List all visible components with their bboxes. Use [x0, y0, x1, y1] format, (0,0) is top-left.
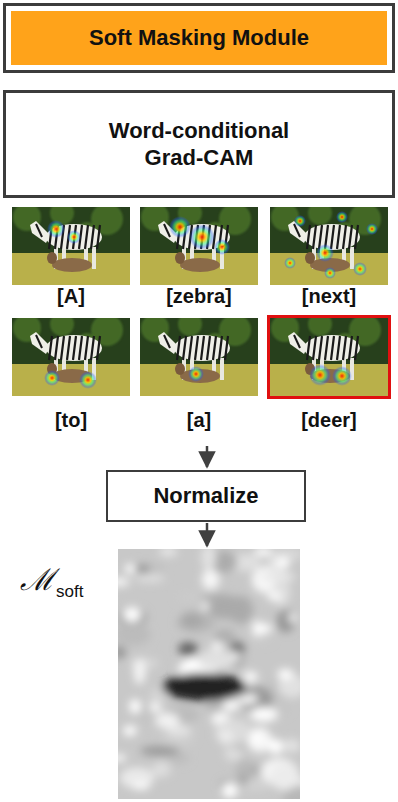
arrow-line	[206, 523, 209, 546]
math-symbol: soft	[56, 582, 83, 602]
word-token: [to]	[55, 409, 87, 432]
node-label: Normalize	[153, 482, 258, 510]
gradcam-thumbnail	[267, 204, 391, 288]
word-token: [A]	[57, 285, 85, 308]
node-label: Word-conditional Grad-CAM	[84, 117, 314, 172]
gradcam-thumbnail	[9, 204, 133, 288]
gradcam-thumbnail	[9, 315, 133, 399]
gradcam-thumbnail	[267, 315, 391, 399]
word-token: [a]	[187, 409, 211, 432]
process-box: Word-conditional Grad-CAM	[3, 90, 395, 198]
node-label: Soft Masking Module	[89, 24, 309, 52]
soft-mask-image	[118, 549, 300, 799]
math-symbol: ℳ	[20, 558, 55, 599]
process-box: Normalize	[106, 470, 306, 522]
gradcam-thumbnail	[137, 315, 261, 399]
highlight-border	[269, 317, 390, 398]
word-token: [deer]	[301, 409, 357, 432]
word-token: [next]	[302, 285, 356, 308]
arrow-line	[206, 446, 209, 467]
gradcam-thumbnail	[137, 204, 261, 288]
word-token: [zebra]	[166, 285, 232, 308]
module-title-box: Soft Masking Module	[3, 3, 395, 73]
